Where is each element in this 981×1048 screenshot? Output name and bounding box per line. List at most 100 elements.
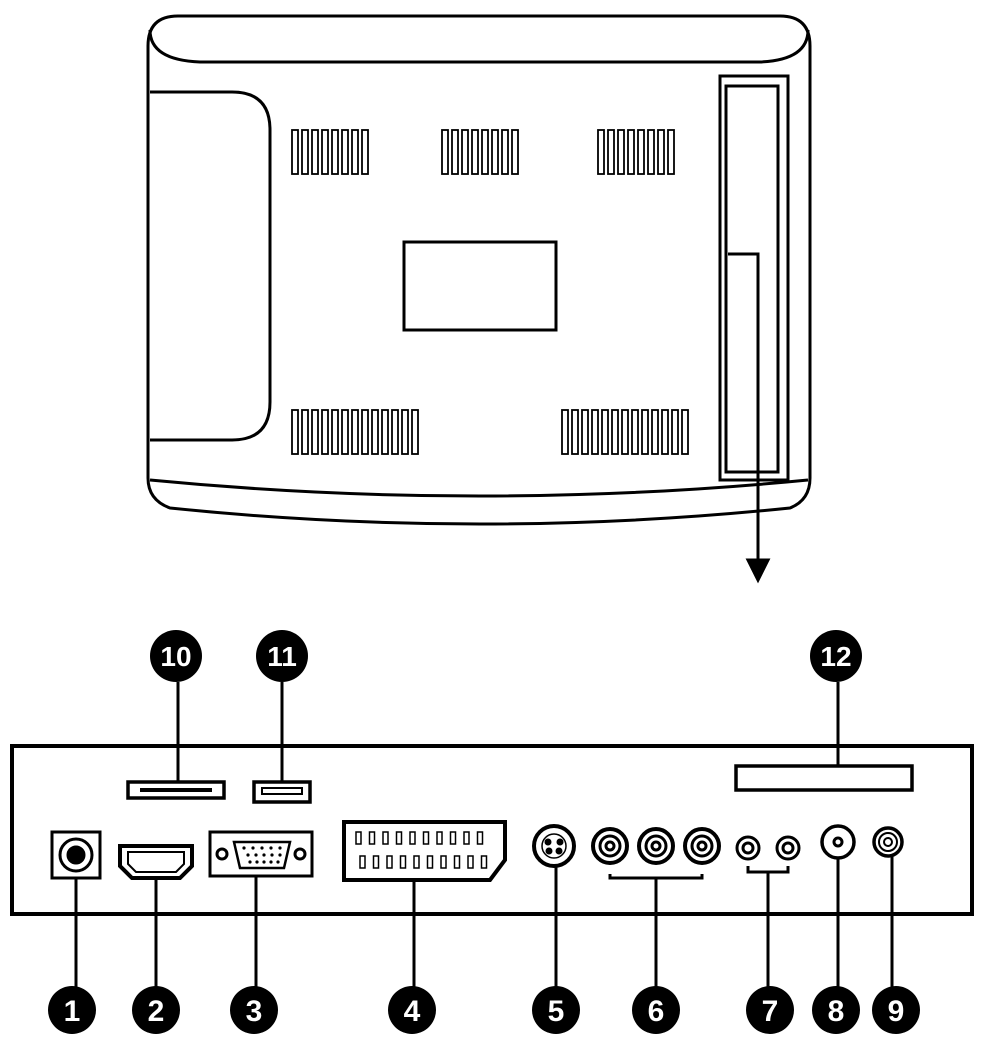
group-bracket-7 bbox=[746, 866, 790, 874]
vent-slot bbox=[361, 129, 369, 175]
vga-pin bbox=[246, 853, 250, 857]
vent-slot bbox=[351, 409, 359, 455]
scart-pin bbox=[382, 831, 389, 845]
callout-12: 12 bbox=[810, 630, 862, 682]
scart-pin bbox=[453, 855, 461, 869]
leader-lines bbox=[74, 682, 894, 1010]
scart-pin bbox=[463, 831, 470, 845]
scart-pin bbox=[436, 831, 443, 845]
callout-3: 3 bbox=[230, 986, 278, 1034]
vent-slot bbox=[627, 129, 635, 175]
vent-slot bbox=[341, 409, 349, 455]
callout-label: 1 bbox=[64, 995, 81, 1028]
connection-arrow bbox=[728, 252, 771, 584]
vga-pin bbox=[278, 846, 282, 850]
callout-label: 9 bbox=[888, 995, 905, 1028]
scart-pin bbox=[426, 855, 434, 869]
callout-2: 2 bbox=[132, 986, 180, 1034]
vga-pin bbox=[262, 860, 266, 864]
vent-slot bbox=[301, 409, 309, 455]
vent-grille bbox=[561, 409, 689, 455]
s-video-port bbox=[532, 824, 576, 868]
vga-pin bbox=[260, 846, 264, 850]
vent-slot bbox=[661, 409, 669, 455]
sd-card-slot bbox=[126, 780, 226, 800]
callout-7: 7 bbox=[746, 986, 794, 1034]
vent-slot bbox=[681, 409, 689, 455]
tv-bottom-rim bbox=[149, 478, 809, 498]
callout-11: 11 bbox=[256, 630, 308, 682]
vga-port bbox=[208, 830, 314, 878]
audio-jack-group bbox=[735, 835, 801, 874]
vga-pin bbox=[278, 853, 282, 857]
tv-side-panel-inner bbox=[724, 84, 780, 474]
tv-back-outline bbox=[146, 14, 812, 526]
vent-slot bbox=[321, 129, 329, 175]
callout-10: 10 bbox=[150, 630, 202, 682]
callout-label: 8 bbox=[828, 995, 845, 1028]
hdmi-port bbox=[118, 844, 194, 880]
scart-pin bbox=[395, 831, 403, 845]
audio-jack bbox=[775, 835, 801, 861]
vent-slot bbox=[611, 409, 619, 455]
scart-pin bbox=[467, 855, 474, 869]
vent-slot bbox=[311, 409, 319, 455]
vent-slot bbox=[411, 409, 419, 455]
vent-slot bbox=[321, 409, 329, 455]
vent-slot bbox=[341, 129, 349, 175]
vent-slot bbox=[311, 129, 319, 175]
callout-label: 12 bbox=[820, 641, 851, 672]
callout-label: 7 bbox=[762, 995, 779, 1028]
vent-slot bbox=[331, 409, 339, 455]
vent-slot bbox=[301, 129, 309, 175]
vent-slot bbox=[491, 129, 499, 175]
callout-label: 5 bbox=[548, 995, 565, 1028]
arrow-down-icon bbox=[745, 558, 771, 584]
tv-top-curve bbox=[148, 29, 810, 64]
vent-slot bbox=[621, 409, 629, 455]
scart-pin bbox=[368, 831, 376, 845]
vent-slot bbox=[401, 409, 409, 455]
vent-grille bbox=[441, 129, 519, 175]
tv-left-panel bbox=[150, 90, 272, 442]
ci-card-slot bbox=[734, 764, 914, 792]
callout-label: 2 bbox=[148, 995, 165, 1028]
callout-1: 1 bbox=[48, 986, 96, 1034]
vent-slot bbox=[597, 129, 605, 175]
vga-pin bbox=[269, 860, 273, 864]
scart-pin bbox=[372, 855, 380, 869]
vga-pin bbox=[255, 860, 259, 864]
vent-slot bbox=[631, 409, 639, 455]
scart-pin bbox=[476, 831, 484, 845]
vent-slot bbox=[581, 409, 589, 455]
vent-slot bbox=[331, 129, 339, 175]
callout-label: 11 bbox=[267, 641, 297, 672]
vent-grille bbox=[597, 129, 675, 175]
vent-slot bbox=[471, 129, 479, 175]
label-plate bbox=[402, 240, 558, 332]
scart-pin bbox=[413, 855, 420, 869]
vga-pin bbox=[254, 853, 258, 857]
vent-slot bbox=[641, 409, 649, 455]
vent-slot bbox=[391, 409, 399, 455]
callout-5: 5 bbox=[532, 986, 580, 1034]
callout-label: 6 bbox=[648, 995, 665, 1028]
callout-8: 8 bbox=[812, 986, 860, 1034]
antenna-jack bbox=[820, 824, 856, 860]
tv-side-panel-outer bbox=[718, 74, 790, 482]
scart-port bbox=[342, 820, 507, 882]
coax-jack bbox=[872, 826, 904, 858]
callout-label: 10 bbox=[160, 641, 191, 672]
scart-pin bbox=[422, 831, 430, 845]
rca-jack bbox=[591, 827, 629, 865]
vent-slot bbox=[511, 129, 519, 175]
vent-slot bbox=[607, 129, 615, 175]
vent-slot bbox=[371, 409, 379, 455]
vent-slot bbox=[501, 129, 509, 175]
vent-slot bbox=[651, 409, 659, 455]
callout-4: 4 bbox=[388, 986, 436, 1034]
rca-jack-group-component bbox=[591, 827, 721, 880]
callout-badges: 1 2 3 4 5 6 7 8 9 10 11 12 bbox=[48, 630, 920, 1034]
scart-pin bbox=[399, 855, 407, 869]
vent-slot bbox=[451, 129, 459, 175]
